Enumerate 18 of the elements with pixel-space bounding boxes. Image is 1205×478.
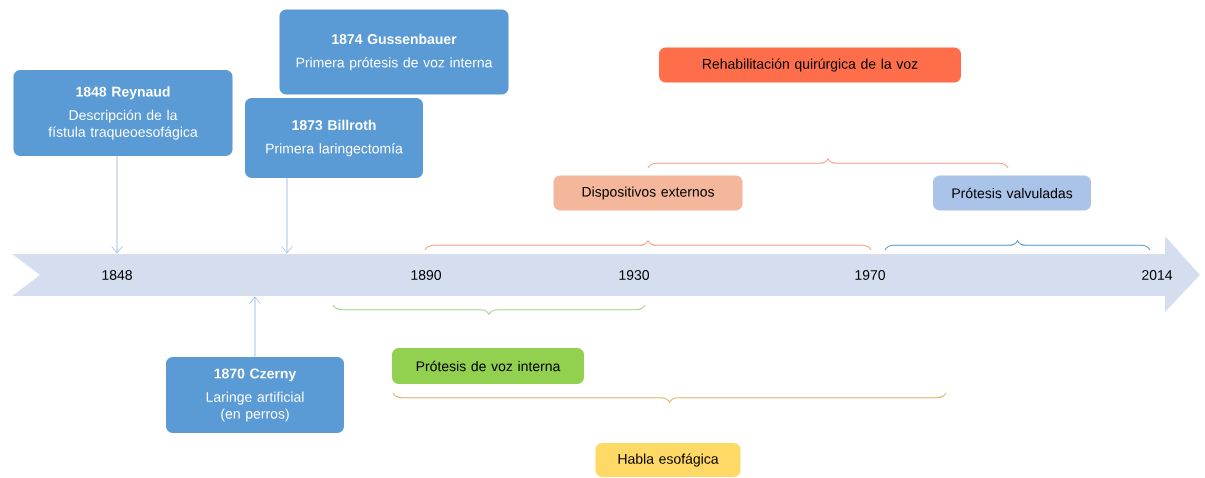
event-box: 1874 Gussenbauer Primera prótesis de voz interna — [279, 9, 509, 95]
year-label: 1890 — [411, 270, 441, 280]
event-box: 1870 Czerny Laringe artificial (en perros) — [166, 357, 344, 433]
arrow — [249, 296, 261, 358]
event-box: 1873 Billroth Primera laringectomía — [245, 98, 423, 178]
category-box: Habla esofágica — [595, 443, 741, 477]
category-box: Rehabilitación quirúrgica de la voz — [659, 47, 961, 83]
event-box: 1848 Reynaud Descripción de la fístula traqueoesofágica — [13, 70, 233, 156]
category-box: Dispositivos externos — [553, 175, 743, 211]
year-label: 1970 — [855, 270, 886, 280]
year-label: 1930 — [619, 270, 650, 280]
year-label: 2014 — [1142, 270, 1173, 280]
timeline-arrow — [12, 236, 1200, 312]
category-box: Prótesis valvuladas — [933, 175, 1091, 211]
arrow — [111, 155, 123, 254]
category-box: Prótesis de voz interna — [392, 348, 584, 384]
arrow — [281, 177, 293, 254]
year-label: 1848 — [102, 270, 132, 280]
